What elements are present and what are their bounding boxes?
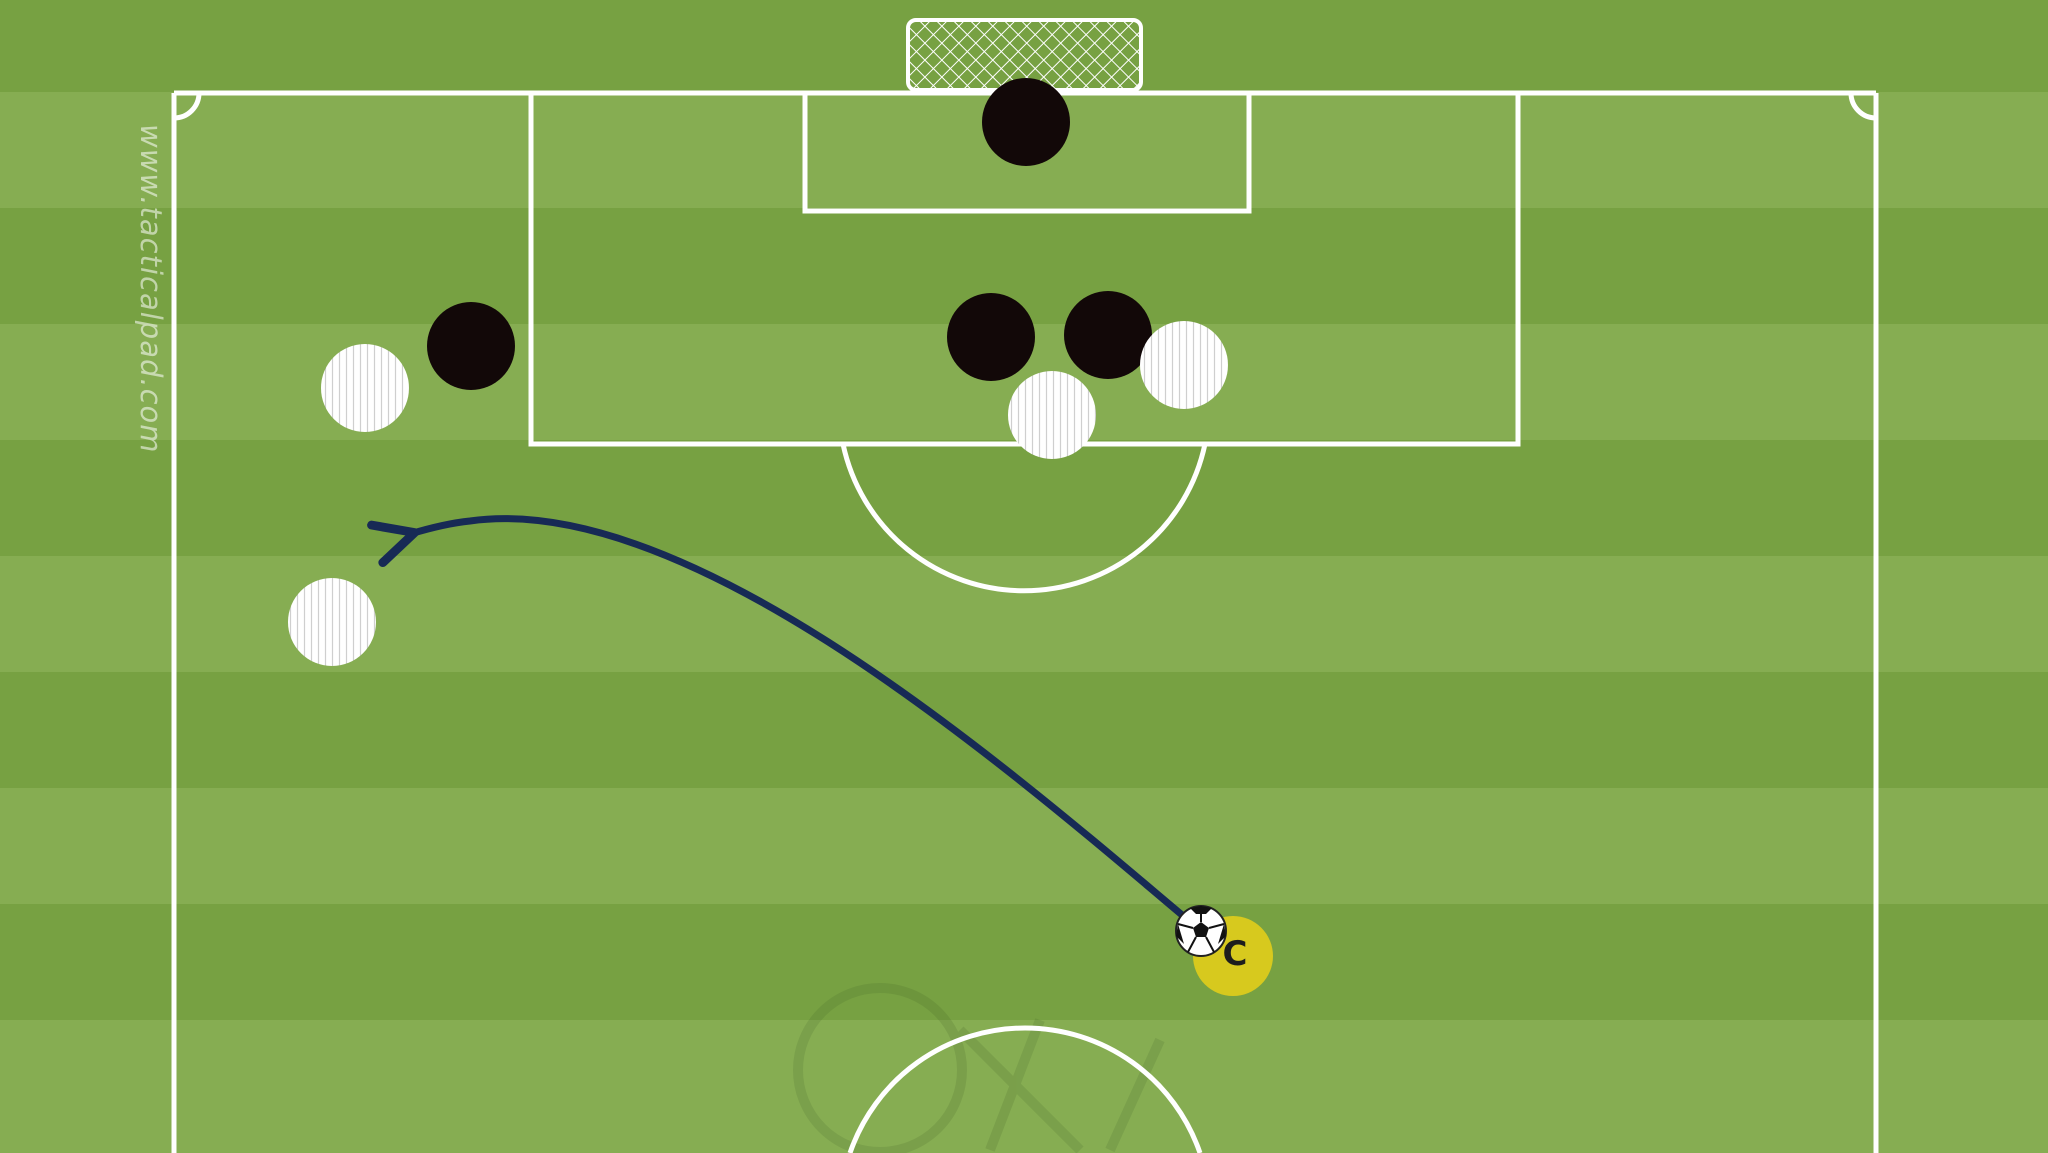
black-player[interactable] — [427, 302, 515, 390]
white-player[interactable] — [1008, 371, 1096, 459]
soccer-ball-icon[interactable] — [1175, 905, 1227, 957]
watermark-logo-icon — [793, 983, 1165, 1153]
white-player[interactable] — [321, 344, 409, 432]
white-player[interactable] — [1140, 321, 1228, 409]
black-player[interactable] — [947, 293, 1035, 381]
white-team — [288, 321, 1228, 666]
watermark-text: www.tacticalpad.com — [134, 124, 168, 454]
black-player[interactable] — [1064, 291, 1152, 379]
white-player[interactable] — [288, 578, 376, 666]
black-team — [427, 78, 1152, 390]
captain-label: C — [1222, 934, 1248, 974]
black-goalkeeper[interactable] — [982, 78, 1070, 166]
pass-arrow-icon — [367, 515, 1192, 924]
